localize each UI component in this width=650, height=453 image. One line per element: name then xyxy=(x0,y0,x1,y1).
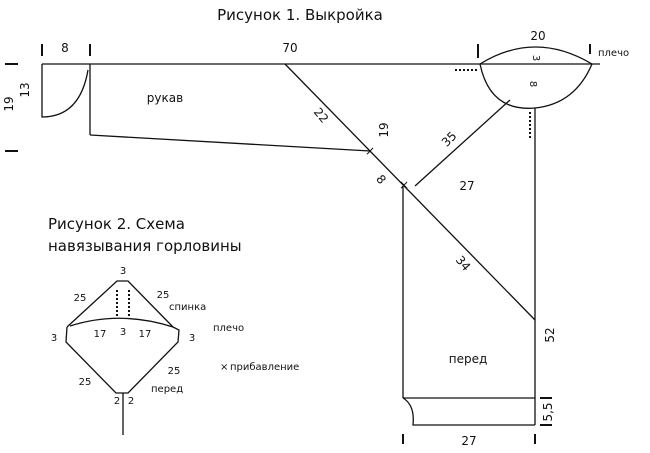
dim-bottom-right: 2 xyxy=(128,396,134,407)
dim-52: 52 xyxy=(543,327,557,342)
front-neck xyxy=(65,326,180,394)
figure2-lines xyxy=(65,280,180,435)
dim-shoulder-left: 17 xyxy=(94,329,107,340)
label-shoulder: плечо xyxy=(598,48,629,59)
sleeve-cap-curve xyxy=(41,64,89,118)
dim-20: 20 xyxy=(530,29,545,43)
label-front: перед xyxy=(449,352,488,366)
raglan-line xyxy=(284,63,536,321)
dim-front-right: 25 xyxy=(168,366,181,377)
neck-back-arc xyxy=(479,46,593,65)
dim-8: 8 xyxy=(61,41,69,55)
dim-70: 70 xyxy=(282,41,297,55)
figure1-lines: × × xyxy=(5,44,600,444)
dim-27-upper: 27 xyxy=(459,179,474,193)
hem-line xyxy=(402,397,535,426)
dim-right-3: 3 xyxy=(189,333,195,344)
tick-marks xyxy=(5,44,591,444)
dim-top-3: 3 xyxy=(120,266,126,277)
label-sleeve: рукав xyxy=(147,91,183,105)
dim-left-3: 3 xyxy=(51,333,57,344)
dim-27-bottom: 27 xyxy=(461,434,476,448)
dim-5-5: 5,5 xyxy=(541,402,555,421)
dim-19-left: 19 xyxy=(2,96,16,111)
dim-neck-8: 8 xyxy=(527,81,538,87)
back-neck xyxy=(66,280,174,328)
dim-8-raglan: 8 xyxy=(373,172,389,187)
dim-35: 35 xyxy=(439,129,460,150)
figure2-title-line2: навязывания горловины xyxy=(48,237,242,255)
dim-center-3: 3 xyxy=(120,327,126,338)
raglan-front-line xyxy=(414,99,511,187)
dim-front-left: 25 xyxy=(79,377,92,388)
legend-symbol: × xyxy=(220,362,228,373)
dim-shoulder-right: 17 xyxy=(139,329,152,340)
legend-increase: прибавление xyxy=(230,362,299,373)
increase-mark: × xyxy=(365,144,375,158)
label-back: спинка xyxy=(169,302,206,313)
dim-bottom-left: 2 xyxy=(114,396,120,407)
figure2-title-line1: Рисунок 2. Схема xyxy=(48,215,185,233)
figure1-title: Рисунок 1. Выкройка xyxy=(217,6,383,24)
label-front-2: перед xyxy=(151,384,183,395)
dim-back-left: 25 xyxy=(74,293,87,304)
dim-13: 13 xyxy=(18,82,32,97)
sleeve-bottom xyxy=(89,134,371,152)
shoulder-arc xyxy=(69,317,174,328)
label-shoulder-2: плечо xyxy=(213,323,244,334)
dim-19: 19 xyxy=(377,122,391,137)
increase-mark: × xyxy=(399,178,409,192)
dim-neck-3: 3 xyxy=(530,55,541,61)
dim-34: 34 xyxy=(453,253,474,274)
dim-back-right: 25 xyxy=(157,290,170,301)
